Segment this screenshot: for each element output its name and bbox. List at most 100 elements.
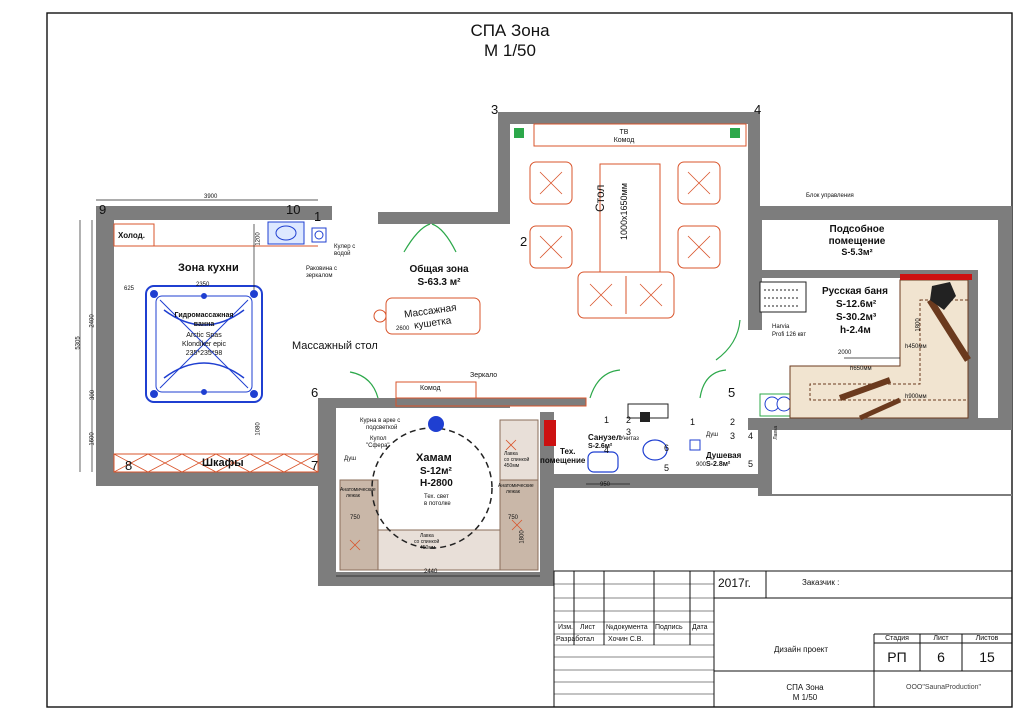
stamp-sheets: 15: [979, 649, 995, 665]
jacuzzi-label: ванна: [193, 321, 215, 328]
shower-item: Душ: [706, 432, 719, 438]
hamam-note: Анатомические: [340, 487, 376, 493]
control-unit-label: Блок управления: [806, 193, 854, 199]
stamp-year: 2017г.: [718, 576, 751, 590]
stamp-scale: М 1/50: [792, 693, 818, 702]
walls: [96, 112, 1012, 586]
dimension-text: 625: [124, 286, 135, 292]
axis-label: 6: [311, 385, 319, 400]
jacuzzi-icon: [145, 285, 263, 403]
jacuzzi-label: 235*235*98: [185, 350, 223, 357]
dimension-text: 2600: [396, 326, 410, 332]
dimension-text: 750: [350, 515, 361, 521]
wc-area: S-2.6м²: [588, 443, 613, 450]
common-area-label: Общая зона: [409, 264, 469, 275]
shower-room-label: Душевая: [706, 451, 742, 460]
stamp-sheet: 6: [937, 649, 945, 665]
wc-item: Унитаз: [620, 436, 639, 442]
stamp-header: Изм.: [558, 624, 573, 631]
sink-label: Раковина с: [306, 266, 338, 272]
dimension-text: 900: [696, 462, 707, 468]
wardrobes-cabinet: [113, 453, 319, 473]
axis-label: 7: [311, 458, 319, 473]
stamp-sheet-header: Лист: [933, 635, 949, 642]
axis-label: 8: [125, 458, 133, 473]
stamp-author: Хочин С.В.: [608, 636, 644, 643]
shower-room-area: S-2.8м²: [706, 461, 731, 468]
axis-label: 2: [520, 234, 528, 249]
jacuzzi-label: Klondiker epic: [182, 341, 226, 348]
cold-label: Холод.: [118, 231, 145, 240]
dimension-text: 1800: [915, 318, 922, 332]
marker-icon: [730, 128, 740, 138]
dimension-text: h650мм: [850, 366, 872, 372]
axis-label: 9: [99, 202, 107, 217]
hamam-note: "Сфера": [366, 443, 390, 449]
cooler-label: Кулер с: [334, 244, 356, 250]
utility-area: S-5.3м²: [841, 247, 873, 257]
title-block: [553, 570, 1013, 708]
table-size-label: 1000х1650мм: [619, 183, 629, 240]
stamp-stage: РП: [887, 649, 907, 665]
chair-crosses: [539, 171, 711, 307]
hamam-note: в потолке: [424, 501, 451, 507]
dimension-text: 950: [600, 482, 611, 488]
hamam-note: Курна в арке с: [360, 418, 401, 424]
dimension-text: 300: [90, 389, 97, 401]
jacuzzi-label: Гидромассажная: [174, 312, 234, 319]
russian-bath-volume: S-30.2м³: [836, 312, 877, 323]
commode-label: Комод: [613, 137, 635, 144]
hamam-note: Лавка: [420, 533, 434, 539]
mirror-label: Зеркало: [470, 372, 498, 379]
dimension-lines: [79, 199, 900, 577]
marker-icon: [514, 128, 524, 138]
cooler-label: водой: [334, 251, 351, 257]
dimension-text: 2000: [838, 350, 852, 356]
dimension-text: 1200: [255, 232, 262, 246]
dimension-text: 2440: [424, 569, 438, 575]
axis-label: 4: [754, 102, 762, 117]
stamp-sheets-header: Листов: [975, 635, 999, 642]
hamam-note: Душ: [344, 456, 357, 462]
hamam-note: 450мм: [420, 545, 436, 551]
stamp-header: Подпись: [655, 624, 683, 631]
stamp-company: ООО"SaunaProduction": [906, 684, 982, 691]
dimension-text: 1800: [519, 530, 526, 544]
kitchen-label: Зона кухни: [178, 262, 239, 274]
stamp-customer: Заказчик :: [802, 578, 840, 587]
russian-bath-label: Русская баня: [822, 286, 888, 297]
drawing-scale: М 1/50: [484, 41, 536, 60]
jacuzzi-label: Arctic Spas: [186, 332, 222, 339]
axis-label: 10: [286, 202, 301, 217]
sink-icon: [267, 221, 327, 245]
table-label: Стол: [593, 184, 607, 212]
stamp-header: Дата: [692, 624, 708, 631]
wardrobes-label: Шкафы: [202, 457, 244, 469]
dimension-text: h900мм: [905, 394, 927, 400]
russian-sauna-benches: [759, 279, 971, 421]
dimension-text: 1080: [255, 422, 262, 436]
axis-label: 3: [491, 102, 499, 117]
drawing-title: СПА Зона: [470, 21, 550, 40]
hamam-note: 450мм: [504, 463, 520, 469]
dimension-text: 1600: [89, 432, 96, 446]
stamp-developer-role: Разработал: [556, 636, 595, 643]
tv-label: ТВ: [619, 129, 629, 136]
utility-label: помещение: [828, 236, 886, 247]
stove-label: Harvia: [772, 324, 790, 330]
dimension-text: 3900: [204, 194, 218, 200]
russian-bath-height: h-2.4м: [840, 325, 871, 336]
hamam-note: Лавка: [504, 451, 518, 457]
dimension-text: 2400: [89, 314, 96, 328]
hamam-note: лежак: [506, 489, 520, 495]
hamam-label: Хамам: [416, 452, 452, 464]
stove-label: Profi 126 квт: [772, 332, 807, 338]
kitchen-counter: [113, 223, 318, 247]
hamam-note: лежак: [346, 493, 360, 499]
axis-label: 1: [314, 209, 322, 224]
stamp-stage-header: Стадия: [885, 635, 909, 642]
hamam-area: S-12м²: [420, 466, 452, 477]
russian-bath-area: S-12.6м²: [836, 299, 877, 310]
